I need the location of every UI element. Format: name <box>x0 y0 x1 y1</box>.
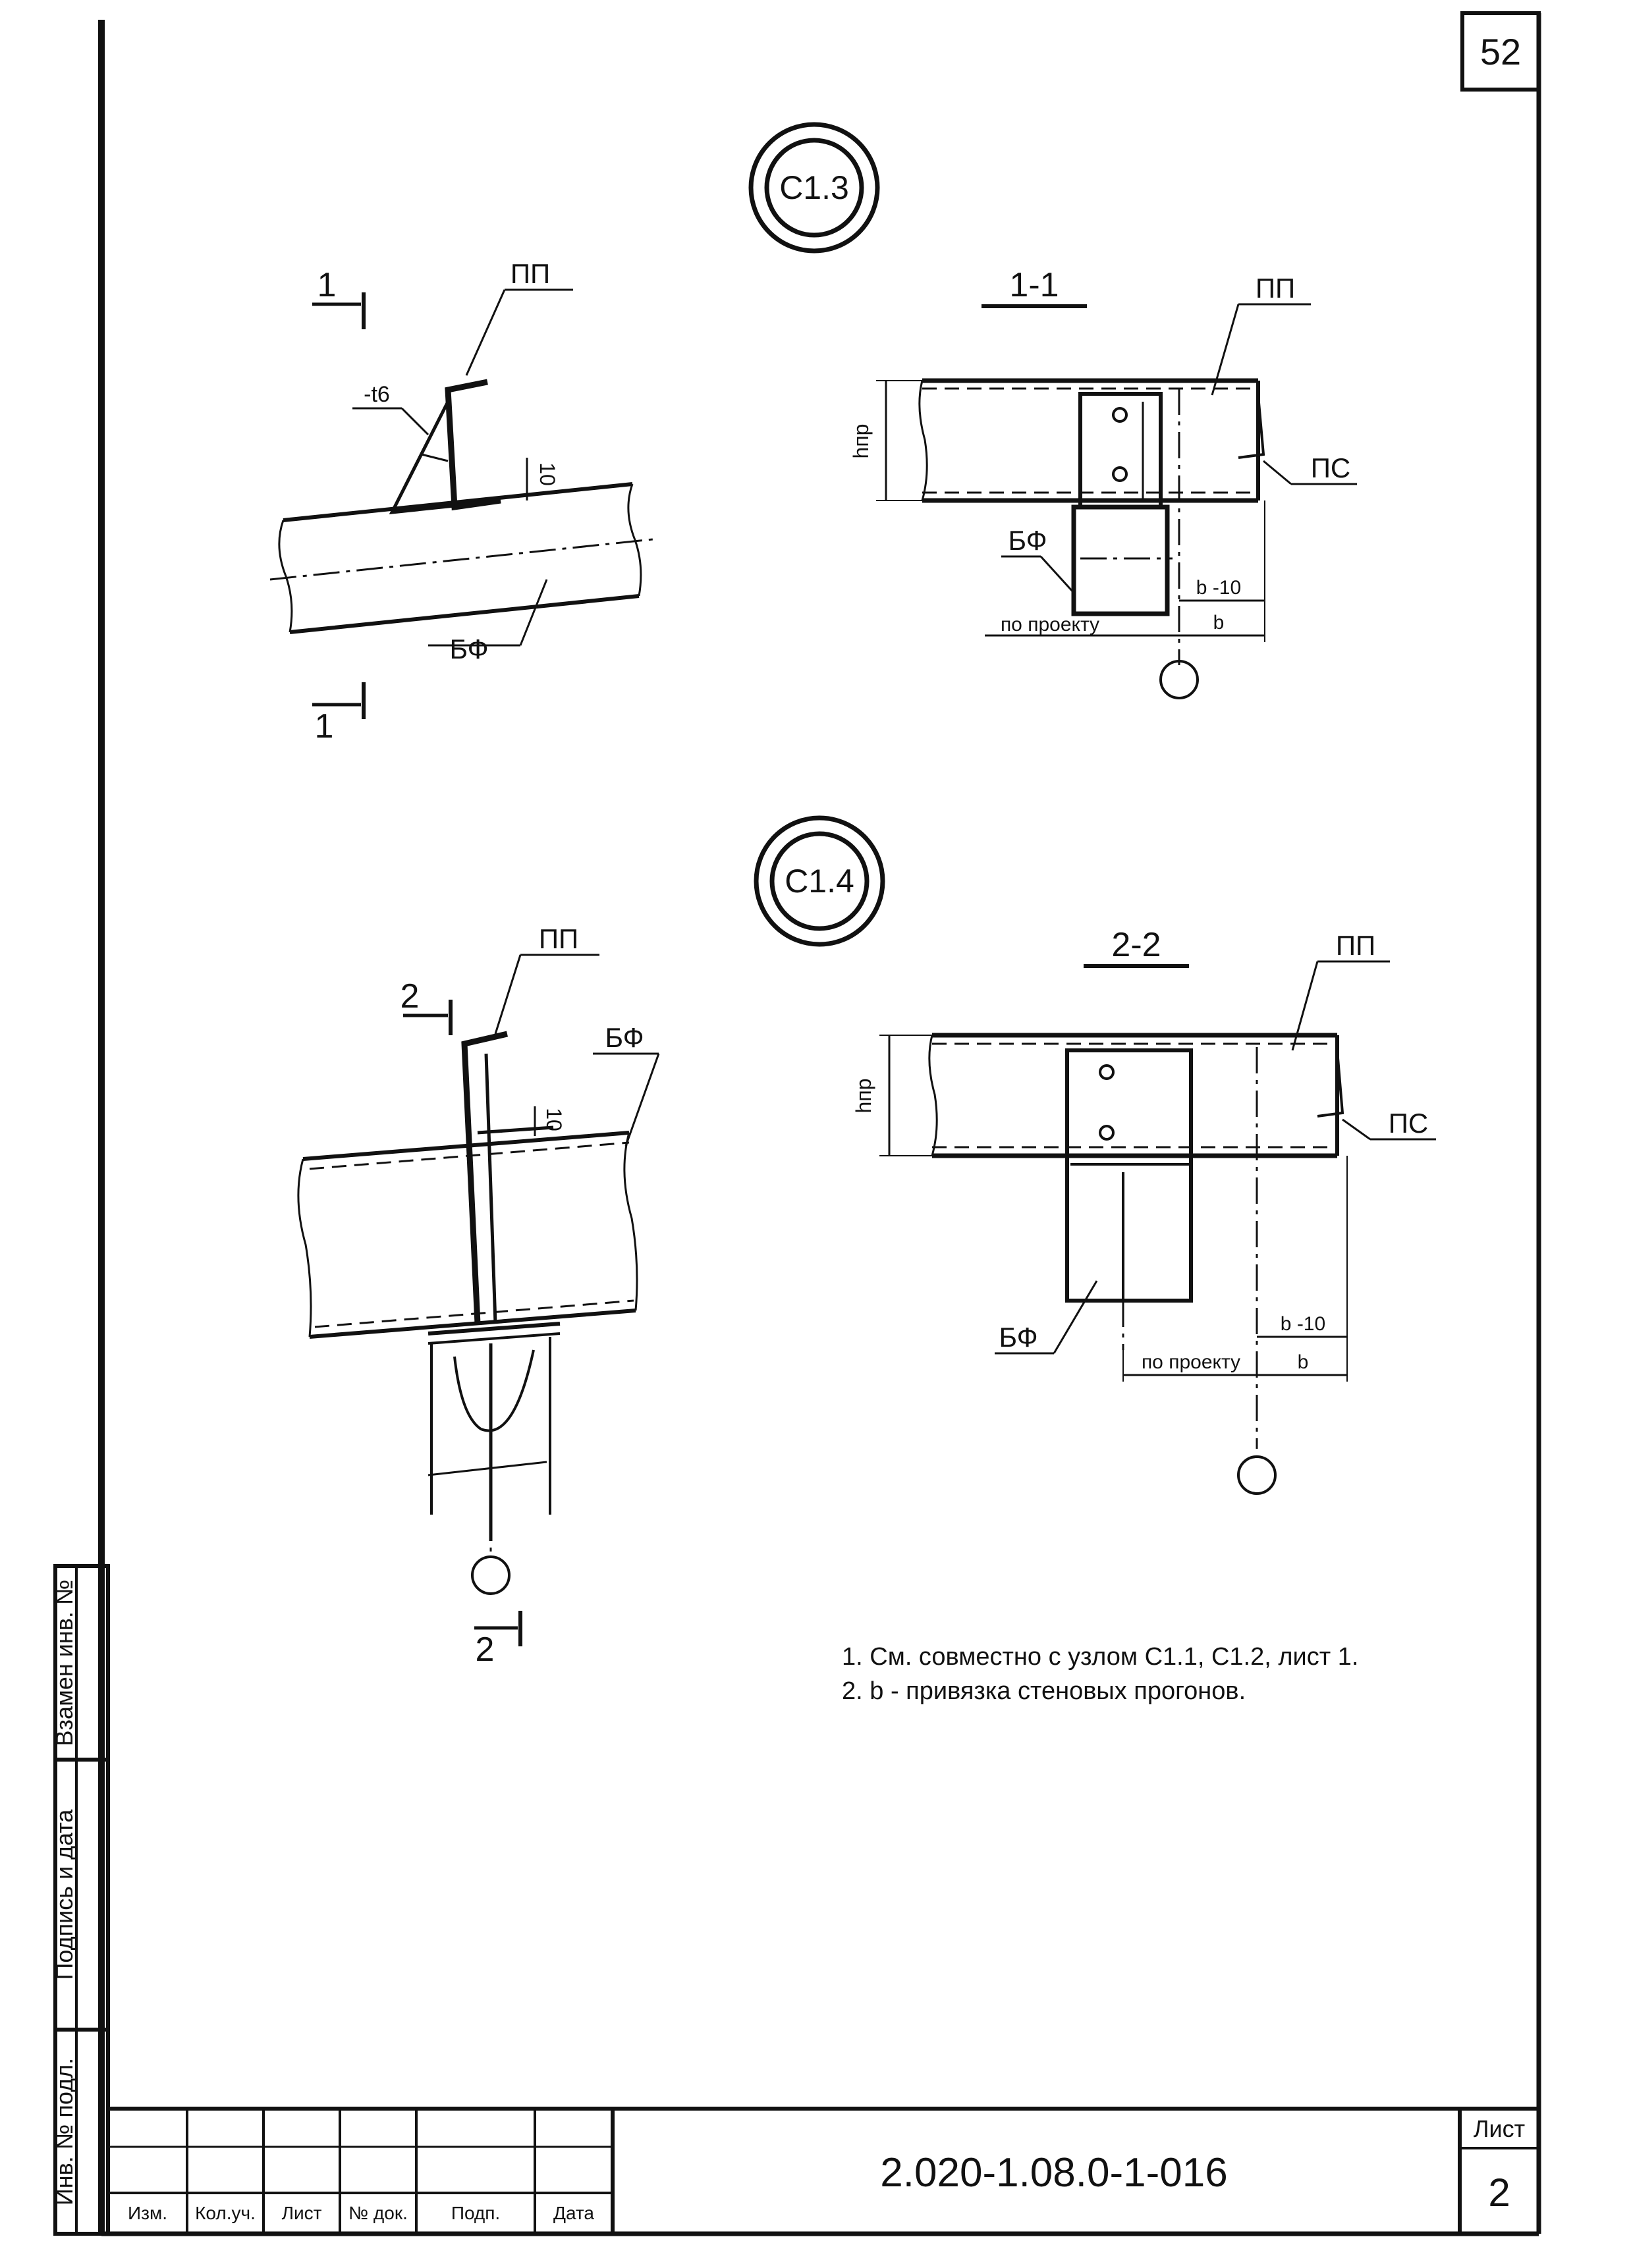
cut1-top-label: 1 <box>318 266 337 304</box>
tb-sheet-number: 2 <box>1488 2171 1510 2215</box>
note-1: 1. См. совместно с узлом С1.1, С1.2, лис… <box>842 1643 1358 1671</box>
note-2: 2. b - привязка стеновых прогонов. <box>842 1677 1246 1705</box>
sec11-label-pp: ПП <box>1256 273 1295 304</box>
c13-label-bf: БФ <box>449 634 488 664</box>
tb-col-kol-uch: Кол.уч. <box>195 2203 256 2223</box>
sec11-label-bf: БФ <box>1008 525 1047 556</box>
sec22-dim-hpr: hпр <box>852 1079 875 1114</box>
c13-label-t6: -t6 <box>364 382 390 407</box>
view-label-c13: С1.3 <box>779 169 849 206</box>
c14-dim-10: 10 <box>542 1108 566 1131</box>
stamp-podpis-data: Подпись и дата <box>51 1809 78 1980</box>
document-code: 2.020-1.08.0-1-016 <box>880 2150 1227 2196</box>
sec22-label-ps: ПС <box>1389 1108 1429 1139</box>
sec22-dim-b: b <box>1298 1351 1309 1373</box>
sec11-dim-hpr: hпр <box>849 424 873 459</box>
tb-sheet-label: Лист <box>1474 2115 1525 2142</box>
top-sheet-number: 52 <box>1480 31 1521 72</box>
cut1-bottom-label: 1 <box>315 707 334 745</box>
tb-col-izm: Изм. <box>128 2203 167 2223</box>
sec22-dim-po-proektu: по проекту <box>1142 1351 1240 1373</box>
tb-col-data: Дата <box>553 2203 594 2223</box>
view-marker-c14: С1.4 <box>754 815 885 947</box>
detail-c14: 2 2 ПП БФ 10 <box>297 923 660 1669</box>
view-label-c14: С1.4 <box>785 863 854 900</box>
sec11-dim-b: b <box>1213 612 1225 634</box>
stamp-zamen-inv: Взамен инв. № <box>51 1580 78 1746</box>
tb-col-list: Лист <box>282 2203 322 2223</box>
sec11-dim-b-minus-10: b -10 <box>1196 577 1241 599</box>
c13-dim-10: 10 <box>536 462 559 486</box>
detail-c13: 1 1 ПП -t6 10 БФ <box>269 258 659 745</box>
sheet-frame <box>98 13 1541 2236</box>
sec11-label-ps: ПС <box>1311 452 1351 483</box>
sec22-label-pp: ПП <box>1336 930 1375 961</box>
section-2-2: 2-2 hпр ПС ПП БФ <box>852 926 1436 1495</box>
sec11-dim-po-proektu: по проекту <box>1001 614 1099 635</box>
c13-label-pp: ПП <box>511 258 550 289</box>
sec22-dim-b-minus-10: b -10 <box>1281 1313 1325 1335</box>
side-stamp: Взамен инв. № Подпись и дата Инв. № подл… <box>51 1564 110 2236</box>
tb-col-nom-dok: № док. <box>348 2203 408 2223</box>
sec22-label-bf: БФ <box>999 1322 1037 1353</box>
notes: 1. См. совместно с узлом С1.1, С1.2, лис… <box>842 1643 1358 1705</box>
sec22-title: 2-2 <box>1111 926 1161 964</box>
c14-label-pp: ПП <box>539 923 578 954</box>
cut2-bottom-label: 2 <box>476 1631 495 1669</box>
section-1-1: 1-1 hпр ПС ПП БФ <box>849 266 1357 699</box>
tb-col-podp: Подп. <box>451 2203 500 2223</box>
cut2-top-label: 2 <box>401 977 420 1015</box>
view-marker-c13: С1.3 <box>748 122 880 254</box>
top-sheet-number-box: 52 <box>1460 11 1541 92</box>
title-block: Изм. Кол.уч. Лист № док. Подп. Дата 2.02… <box>108 2107 1539 2234</box>
stamp-inv-podl: Инв. № подл. <box>51 2058 78 2205</box>
sec11-title: 1-1 <box>1009 266 1059 304</box>
c14-label-bf: БФ <box>605 1022 644 1053</box>
